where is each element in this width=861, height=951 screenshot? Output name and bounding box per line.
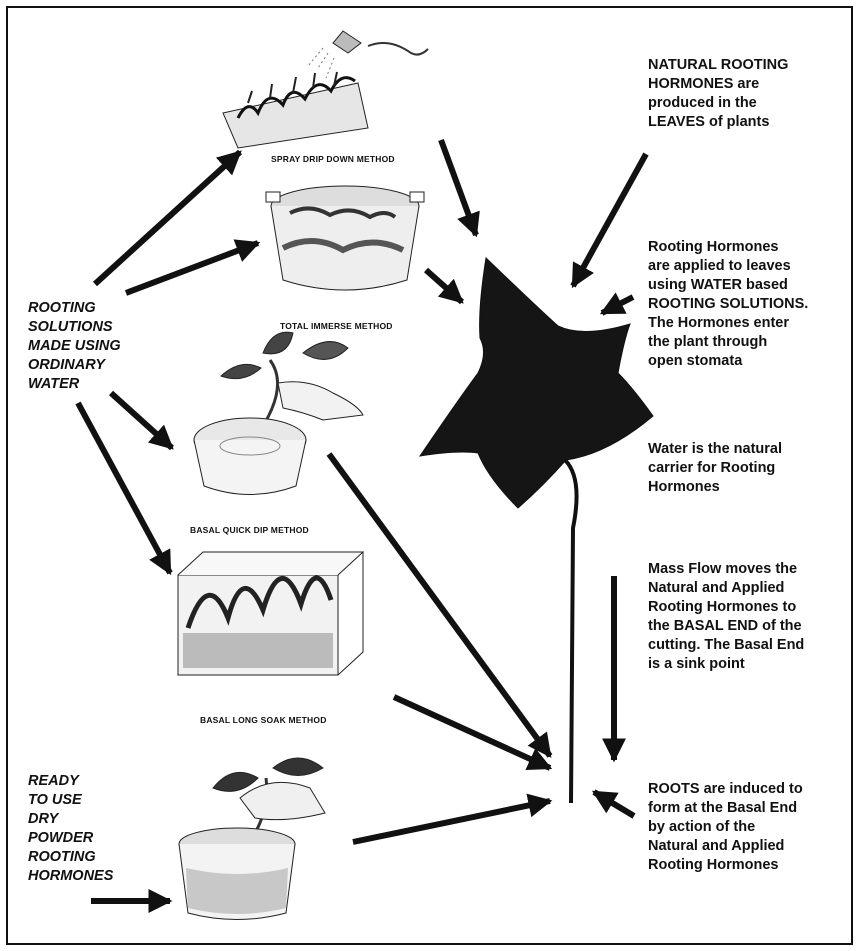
quick-dip-illustration	[193, 331, 364, 495]
water-carrier-note: Water is the natural carrier for Rooting…	[648, 441, 783, 495]
quick-dip-method-caption: BASAL QUICK DIP METHOD	[190, 525, 309, 535]
powder-dip-illustration	[178, 757, 326, 920]
arrows	[75, 138, 649, 913]
applied-hormones-note: Rooting Hormones are applied to leaves u…	[648, 239, 809, 369]
illustration-layer	[75, 30, 654, 920]
natural-hormones-note: NATURAL ROOTING HORMONES are produced in…	[648, 57, 789, 130]
long-soak-illustration	[177, 551, 365, 676]
immerse-method-caption: TOTAL IMMERSE METHOD	[280, 321, 393, 331]
rooting-solutions-label: ROOTING SOLUTIONS MADE USING ORDINARY WA…	[28, 300, 121, 392]
spray-method-caption: SPRAY DRIP DOWN METHOD	[271, 154, 395, 164]
dry-powder-label: READY TO USE DRY POWDER ROOTING HORMONES	[28, 773, 114, 884]
immerse-bowl-illustration	[265, 185, 425, 291]
diagram-frame: ROOTING SOLUTIONS MADE USING ORDINARY WA…	[6, 6, 853, 945]
long-soak-method-caption: BASAL LONG SOAK METHOD	[200, 715, 327, 725]
spray-tray-illustration	[222, 30, 429, 149]
mass-flow-note: Mass Flow moves the Natural and Applied …	[648, 561, 805, 672]
roots-induced-note: ROOTS are induced to form at the Basal E…	[648, 781, 803, 873]
ivy-leaf	[418, 256, 654, 804]
